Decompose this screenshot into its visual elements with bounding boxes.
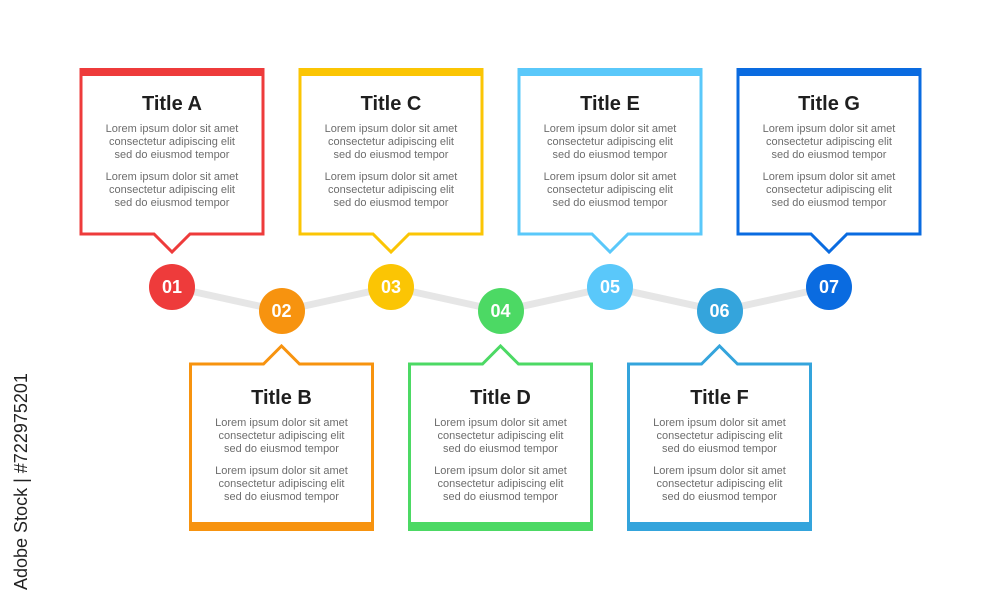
description-line: sed do eiusmod tempor xyxy=(333,197,449,209)
description-line: Lorem ipsum dolor sit amet xyxy=(434,417,567,429)
description-line: sed do eiusmod tempor xyxy=(224,491,339,503)
description-line: Lorem ipsum dolor sit amet xyxy=(762,123,896,135)
description-line: consectetur adipiscing elit xyxy=(218,430,345,442)
callout-accent-bar-05 xyxy=(517,68,703,76)
description-line: sed do eiusmod tempor xyxy=(224,443,339,455)
description-line: consectetur adipiscing elit xyxy=(656,478,783,490)
step-number-circle-04: 04 xyxy=(477,288,524,334)
description-line: sed do eiusmod tempor xyxy=(662,443,777,455)
description-line: consectetur adipiscing elit xyxy=(766,136,892,148)
step-number-circle-05: 05 xyxy=(587,264,633,310)
description-line: sed do eiusmod tempor xyxy=(443,443,558,455)
description-line: Lorem ipsum dolor sit amet xyxy=(543,123,677,135)
description-line: Lorem ipsum dolor sit amet xyxy=(543,171,677,183)
description-line: sed do eiusmod tempor xyxy=(114,197,230,209)
stock-id: #722975201 xyxy=(11,373,31,474)
step-number-circle-03: 03 xyxy=(368,264,414,310)
step-title: Title E xyxy=(580,93,640,115)
description-line: consectetur adipiscing elit xyxy=(547,184,673,196)
description-line: consectetur adipiscing elit xyxy=(109,184,235,196)
description-line: Lorem ipsum dolor sit amet xyxy=(324,123,458,135)
description-line: sed do eiusmod tempor xyxy=(662,491,777,503)
description-line: consectetur adipiscing elit xyxy=(109,136,235,148)
description-line: consectetur adipiscing elit xyxy=(218,478,345,490)
callout-box-07 xyxy=(736,68,922,255)
step-title: Title C xyxy=(360,93,422,115)
description-line: Lorem ipsum dolor sit amet xyxy=(762,171,896,183)
step-number-circle-01: 01 xyxy=(149,264,195,310)
step-title: Title G xyxy=(798,93,860,115)
callout-accent-bar-03 xyxy=(298,68,484,76)
callout-box-03 xyxy=(298,68,484,255)
step-title: Title A xyxy=(141,93,202,115)
description-line: consectetur adipiscing elit xyxy=(766,184,892,196)
callout-accent-bar-02 xyxy=(189,522,374,531)
callout-accent-bar-06 xyxy=(627,522,812,531)
description-line: sed do eiusmod tempor xyxy=(552,197,668,209)
description-line: Lorem ipsum dolor sit amet xyxy=(434,465,567,477)
step-number-circle-02: 02 xyxy=(258,288,305,334)
description-line: Lorem ipsum dolor sit amet xyxy=(105,123,239,135)
description-line: sed do eiusmod tempor xyxy=(443,491,558,503)
description-line: sed do eiusmod tempor xyxy=(114,149,230,161)
stock-brand: Adobe Stock xyxy=(11,487,31,590)
step-title: Title D xyxy=(470,387,531,409)
step-title: Title F xyxy=(690,387,749,409)
callout-box-01 xyxy=(79,68,265,255)
step-number-circle-07: 07 xyxy=(806,264,852,310)
callout-accent-bar-04 xyxy=(408,522,593,531)
stock-separator: | xyxy=(11,478,31,483)
description-line: consectetur adipiscing elit xyxy=(328,184,454,196)
description-line: Lorem ipsum dolor sit amet xyxy=(324,171,458,183)
callout-accent-bar-01 xyxy=(79,68,265,76)
callout-box-05 xyxy=(517,68,703,255)
description-line: Lorem ipsum dolor sit amet xyxy=(215,465,348,477)
stock-watermark-label: Adobe Stock | #722975201 xyxy=(11,373,32,590)
step-number-circle-06: 06 xyxy=(696,288,743,334)
description-line: sed do eiusmod tempor xyxy=(552,149,668,161)
description-line: consectetur adipiscing elit xyxy=(437,478,564,490)
description-line: sed do eiusmod tempor xyxy=(333,149,449,161)
description-line: sed do eiusmod tempor xyxy=(771,197,887,209)
description-line: consectetur adipiscing elit xyxy=(437,430,564,442)
description-line: Lorem ipsum dolor sit amet xyxy=(653,465,786,477)
description-line: Lorem ipsum dolor sit amet xyxy=(215,417,348,429)
description-line: consectetur adipiscing elit xyxy=(547,136,673,148)
description-line: consectetur adipiscing elit xyxy=(328,136,454,148)
step-title: Title B xyxy=(251,387,312,409)
description-line: Lorem ipsum dolor sit amet xyxy=(653,417,786,429)
description-line: Lorem ipsum dolor sit amet xyxy=(105,171,239,183)
callout-boxes xyxy=(79,68,922,531)
description-line: consectetur adipiscing elit xyxy=(656,430,783,442)
callout-accent-bar-07 xyxy=(736,68,922,76)
description-line: sed do eiusmod tempor xyxy=(771,149,887,161)
